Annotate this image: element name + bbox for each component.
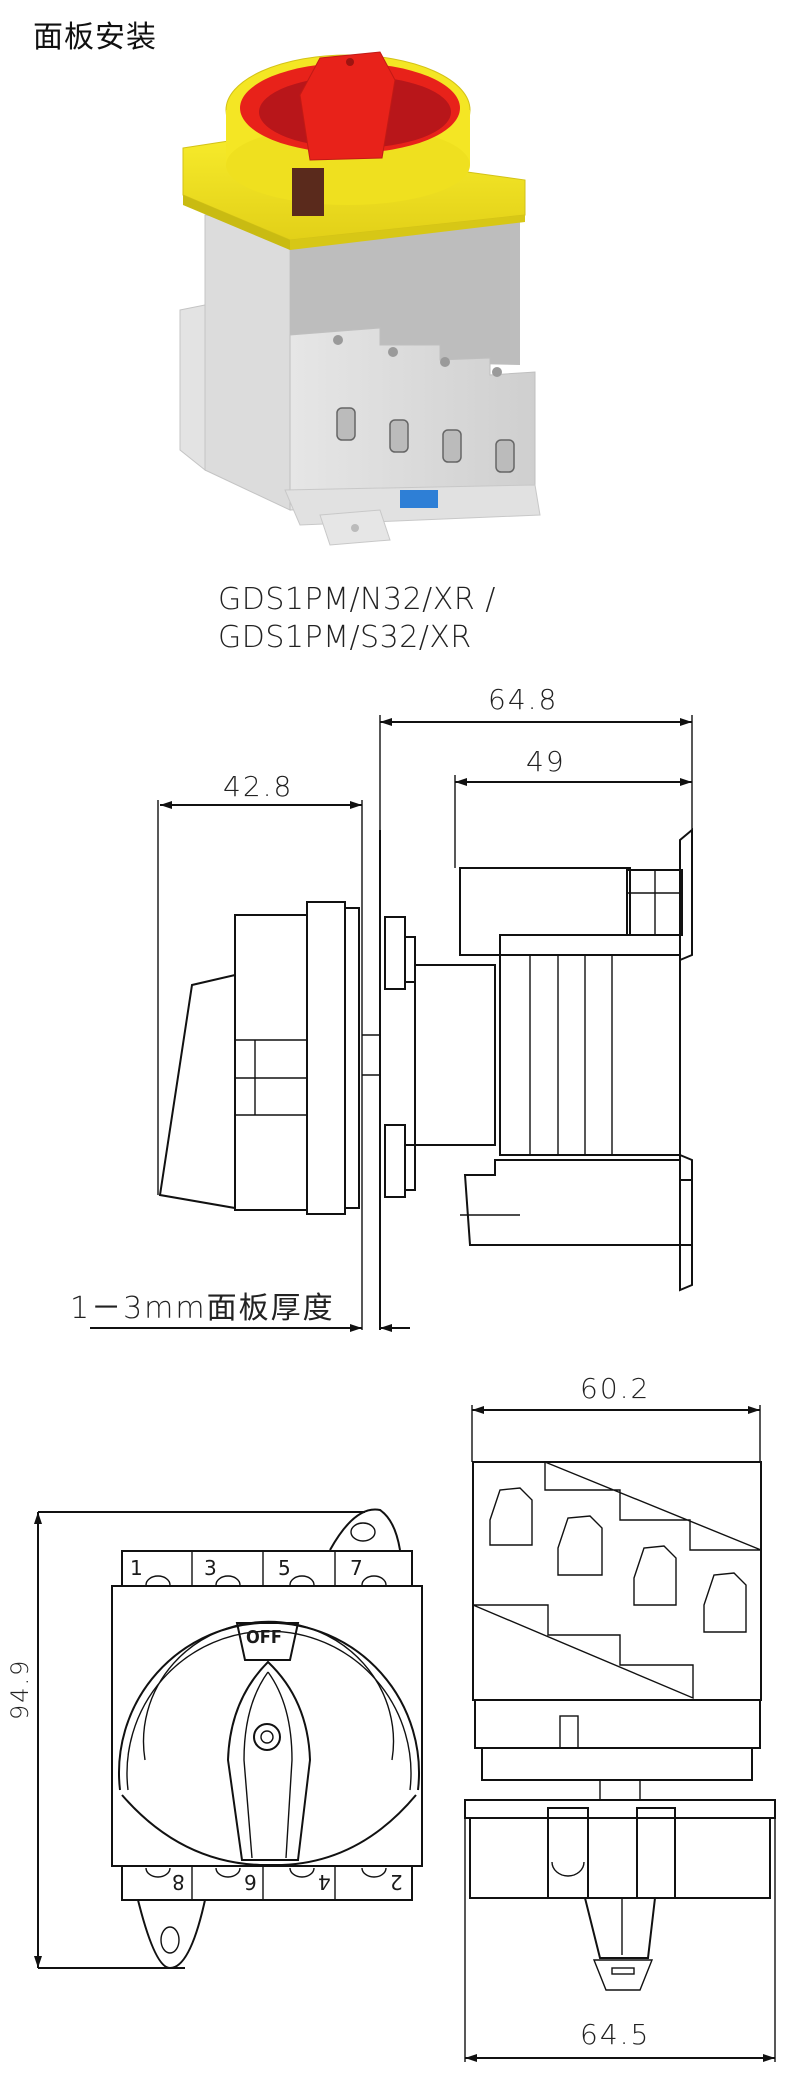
terminal-screws bbox=[336, 407, 515, 473]
dim-overall-depth: 64.8 bbox=[488, 683, 559, 716]
dim-front-depth: 42.8 bbox=[223, 770, 294, 803]
terminal-2: 2 bbox=[390, 1870, 403, 1894]
terminal-4: 4 bbox=[318, 1870, 331, 1894]
terminal-8: 8 bbox=[172, 1870, 185, 1894]
terminal-7: 7 bbox=[350, 1556, 363, 1580]
din-clip bbox=[400, 490, 438, 508]
side-view-drawing bbox=[90, 715, 693, 1332]
page-title: 面板安装 bbox=[33, 20, 157, 55]
terminal-3: 3 bbox=[204, 1556, 217, 1580]
terminal-1: 1 bbox=[130, 1556, 143, 1580]
terminal-6: 6 bbox=[244, 1870, 257, 1894]
model-number-1: GDS1PM/N32/XR / bbox=[218, 582, 496, 617]
terminal-5: 5 bbox=[278, 1556, 291, 1580]
dim-body-depth: 49 bbox=[526, 745, 566, 778]
product-render bbox=[179, 51, 541, 546]
model-number-2: GDS1PM/S32/XR bbox=[218, 620, 472, 655]
dim-bottom-width: 64.5 bbox=[580, 2018, 651, 2051]
panel-thickness-label: 1－3mm面板厚度 bbox=[70, 1291, 335, 1326]
off-label: OFF bbox=[246, 1627, 282, 1648]
dim-top-width: 60.2 bbox=[580, 1372, 651, 1405]
dim-height: 94.9 bbox=[6, 1658, 34, 1720]
